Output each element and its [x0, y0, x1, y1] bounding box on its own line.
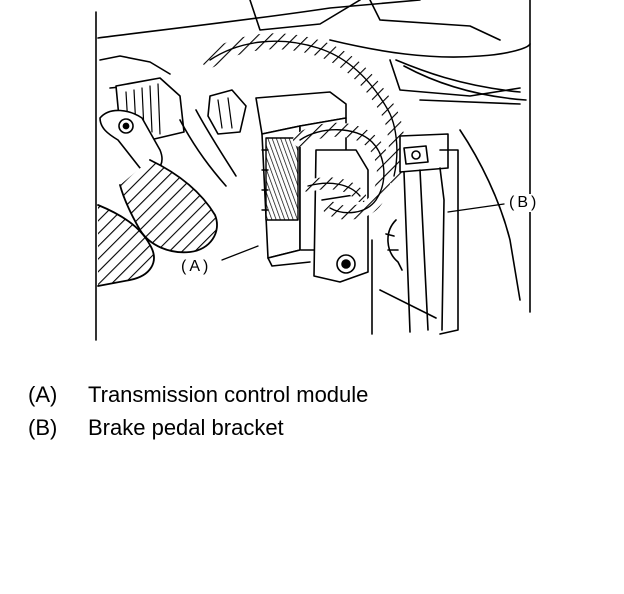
legend: (A) Transmission control module (B) Brak…: [28, 378, 368, 444]
callout-label-b: (B): [508, 194, 541, 212]
legend-item-a: (A) Transmission control module: [28, 378, 368, 411]
legend-item-b: (B) Brake pedal bracket: [28, 411, 368, 444]
legend-label: Brake pedal bracket: [88, 415, 284, 440]
legend-key: (B): [28, 415, 58, 440]
diagram-illustration: [95, 0, 531, 341]
callout-label-a: (A): [180, 258, 213, 276]
legend-key: (A): [28, 382, 58, 407]
legend-label: Transmission control module: [88, 382, 369, 407]
